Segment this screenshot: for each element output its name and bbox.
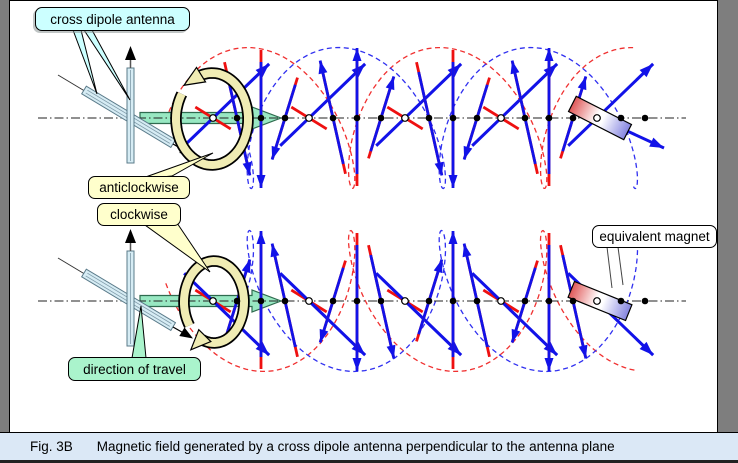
bottom-wave: [38, 229, 686, 373]
bottom-cross-dipole-antenna: [57, 229, 193, 347]
label-clockwise-text: clockwise: [110, 207, 168, 222]
label-anticlockwise-text: anticlockwise: [99, 180, 179, 195]
pointer-equivalent-magnet-2: [617, 246, 624, 286]
bottom-field-vectors: [183, 231, 655, 371]
top-axis-points: [209, 114, 649, 122]
bottom-rotation-ring: [178, 255, 250, 351]
label-anticlockwise: anticlockwise: [88, 176, 190, 199]
caption-bar: Fig. 3B Magnetic field generated by a cr…: [0, 432, 738, 463]
pointer-clockwise: [143, 219, 211, 273]
top-field-envelopes: [165, 46, 639, 190]
top-wave: [38, 46, 686, 190]
caption-fig-label: Fig. 3B: [30, 439, 73, 454]
caption-text: Magnetic field generated by a cross dipo…: [96, 439, 615, 454]
callout-pointers: [72, 29, 624, 359]
label-direction-of-travel: direction of travel: [68, 357, 201, 381]
label-equivalent-magnet: equivalent magnet: [592, 225, 717, 248]
label-cross-dipole-antenna: cross dipole antenna: [35, 7, 190, 31]
label-equivalent-magnet-text: equivalent magnet: [599, 229, 710, 244]
label-cross-dipole-antenna-text: cross dipole antenna: [50, 11, 175, 27]
label-clockwise: clockwise: [97, 203, 181, 226]
bottom-axis-points: [209, 297, 649, 305]
label-direction-of-travel-text: direction of travel: [83, 361, 186, 377]
top-rotation-ring: [170, 66, 254, 171]
pointer-equivalent-magnet-1: [606, 246, 613, 289]
bottom-field-envelopes: [165, 229, 639, 373]
